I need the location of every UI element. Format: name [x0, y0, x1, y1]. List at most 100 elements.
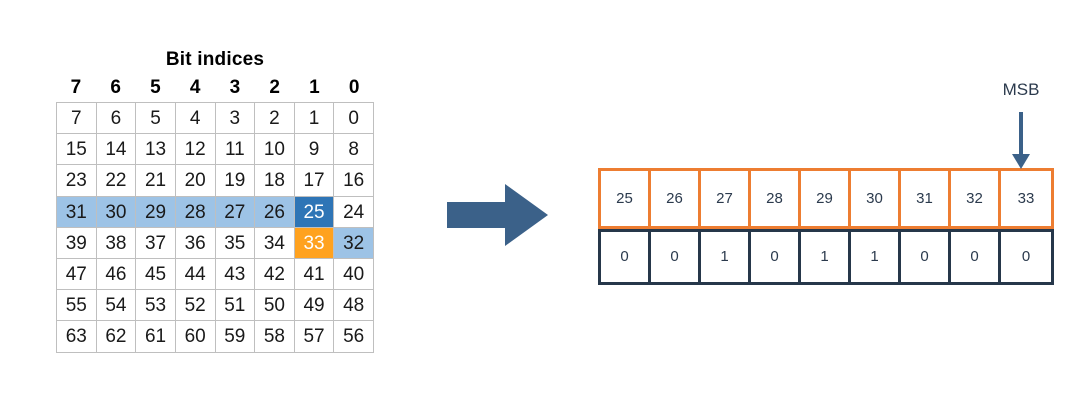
grid-cell: 41 [294, 258, 335, 291]
grid-cell: 59 [215, 321, 256, 353]
grid-cell: 29 [136, 196, 176, 228]
grid-cell: 42 [255, 258, 295, 291]
bit-value-cell: 0 [751, 232, 801, 282]
grid-cell: 31 [57, 196, 97, 228]
grid-cell: 21 [136, 165, 176, 197]
grid-cell: 0 [334, 103, 374, 135]
grid-cell: 61 [136, 321, 176, 353]
grid-cell: 3 [215, 103, 256, 135]
grid-cell: 63 [57, 321, 97, 353]
grid-cell: 8 [334, 134, 374, 166]
grid-cell: 14 [96, 134, 137, 166]
grid-title: Bit indices [165, 49, 265, 70]
grid-cell: 20 [175, 165, 216, 197]
grid-cell: 12 [175, 134, 216, 166]
grid-cell: 46 [96, 258, 137, 291]
bit-index-cell: 32 [951, 171, 1001, 226]
grid-cell: 4 [175, 103, 216, 135]
bit-index-cell: 28 [751, 171, 801, 226]
bit-index-cell: 30 [851, 171, 901, 226]
grid-cell: 43 [215, 258, 256, 291]
bit-index-cell: 27 [701, 171, 751, 226]
grid-cell: 5 [136, 103, 176, 135]
grid-cell: 28 [175, 196, 216, 228]
grid-cell: 52 [175, 290, 216, 322]
grid-cell: 37 [136, 227, 176, 259]
down-arrow-icon [1008, 112, 1034, 170]
grid-cell: 2 [255, 103, 295, 135]
grid-cell: 15 [57, 134, 97, 166]
grid-cell: 55 [57, 290, 97, 322]
bit-value-cell: 0 [1001, 232, 1051, 282]
grid-column-header: 0 [348, 77, 360, 98]
bit-index-cell: 29 [801, 171, 851, 226]
grid-cell: 38 [96, 227, 137, 259]
bit-value-cell: 1 [801, 232, 851, 282]
grid-cell: 56 [334, 321, 374, 353]
msb-label: MSB [1002, 80, 1040, 99]
grid-cell: 32 [334, 227, 374, 259]
grid-cell: 53 [136, 290, 176, 322]
grid-column-header: 2 [269, 77, 280, 98]
grid-cell: 36 [175, 227, 216, 259]
grid-cell: 57 [294, 321, 335, 353]
bit-index-cell: 31 [901, 171, 951, 226]
grid-column-headers: 7 6 5 4 3 2 1 0 [56, 74, 374, 102]
grid-cell: 17 [294, 165, 335, 197]
grid-cell: 16 [334, 165, 374, 197]
grid-cell: 24 [334, 196, 374, 228]
grid-cell: 51 [215, 290, 256, 322]
bit-index-cell: 25 [601, 171, 651, 226]
grid-column-header: 1 [309, 77, 320, 98]
grid-cell: 35 [215, 227, 256, 259]
right-block-arrow-icon [447, 182, 549, 248]
grid-column-header: 4 [189, 77, 201, 98]
grid-cell: 49 [294, 290, 335, 322]
bit-value-cell: 0 [951, 232, 1001, 282]
bit-value-cell: 0 [901, 232, 951, 282]
grid-cell: 13 [136, 134, 176, 166]
grid-cell: 33 [294, 227, 335, 259]
grid-cell: 44 [175, 258, 216, 291]
grid-cell: 48 [334, 290, 374, 322]
bit-value-cell: 1 [701, 232, 751, 282]
grid-cell: 7 [57, 103, 97, 135]
grid-cell: 27 [215, 196, 256, 228]
grid-cell: 9 [294, 134, 335, 166]
grid-cell: 58 [255, 321, 295, 353]
bit-value-cell: 0 [651, 232, 701, 282]
grid-cell: 6 [96, 103, 137, 135]
grid-cell: 34 [255, 227, 295, 259]
grid-cell: 47 [57, 258, 97, 291]
grid-cell: 22 [96, 165, 137, 197]
grid-cell: 25 [294, 196, 335, 228]
grid-cell: 30 [96, 196, 137, 228]
grid-column-header: 5 [150, 77, 161, 98]
grid-cell: 26 [255, 196, 295, 228]
grid-cell: 45 [136, 258, 176, 291]
grid-column-header: 7 [70, 77, 82, 98]
bit-value-cell: 0 [601, 232, 651, 282]
grid-cell: 19 [215, 165, 256, 197]
grid-cell: 1 [294, 103, 335, 135]
grid-cell: 23 [57, 165, 97, 197]
grid-cell: 39 [57, 227, 97, 259]
grid-cell: 54 [96, 290, 137, 322]
bit-index-cell: 33 [1001, 171, 1051, 226]
grid-cell: 40 [334, 258, 374, 291]
grid-cell: 62 [96, 321, 137, 353]
grid-column-header: 6 [110, 77, 121, 98]
grid-column-header: 3 [229, 77, 241, 98]
